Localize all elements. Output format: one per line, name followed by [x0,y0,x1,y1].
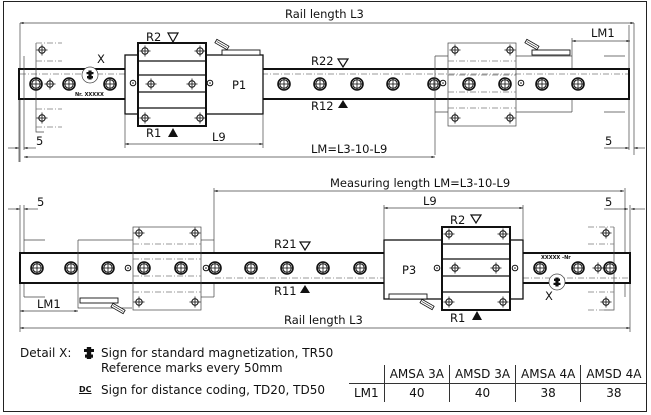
rail-length-label-bottom: Rail length L3 [284,313,363,327]
r12-filled-triangle-icon [338,100,348,108]
r1-label-top: R1 [146,126,161,140]
table-header-cell: AMSD 3A [448,365,516,384]
rail-length-label-top: Rail length L3 [285,7,364,21]
l9-label-bottom: L9 [423,194,437,208]
r22-open-triangle-icon [336,58,350,69]
p1-label: P1 [232,78,246,92]
table-header-cell: AMSD 4A [580,365,647,384]
r22-label: R22 [311,54,334,68]
table-header-cell: AMSA 4A [515,365,581,384]
serial-number-bottom: XXXXX -Nr [541,255,571,261]
five-right-top: 5 [605,134,612,148]
table-row: LM1 40 40 38 38 [349,383,647,402]
r1-filled-triangle-icon [168,128,178,137]
bottom-view: Measuring length LM=L3-10-L9 5 5 [8,176,645,332]
r2-label-bottom: R2 [450,213,465,227]
ghost-head-top [434,38,625,155]
reading-head-p1: P1 [124,38,264,127]
magnetization-sign-icon [84,347,94,359]
end-block-left-top [23,42,62,150]
table-cell: 38 [515,383,581,402]
r21-open-triangle-icon [298,241,312,252]
table-cell: LM1 [354,386,379,400]
l9-label-top: L9 [212,130,226,144]
r11-label: R11 [274,284,297,298]
five-left-top: 5 [36,134,43,148]
ghost-head-bottom [24,226,214,315]
table-header-cell [349,365,385,384]
detail-x-label-top: X [97,52,105,66]
top-view: Rail length L3 LM1 [8,7,645,162]
r21-label: R21 [274,237,297,251]
five-right-bottom: 5 [605,195,612,209]
five-left-bottom: 5 [37,195,44,209]
reading-head-p3: P3 [383,226,524,311]
distance-coding-icon: DC [79,385,92,394]
reference-marks-text: Reference marks every 50mm [101,361,283,375]
lm1-table: AMSA 3A AMSD 3A AMSA 4A AMSD 4A LM1 40 4… [349,365,647,402]
lm1-label-bottom: LM1 [37,297,61,311]
table-header-row: AMSA 3A AMSD 3A AMSA 4A AMSD 4A [349,365,647,384]
distance-coding-text: Sign for distance coding, TD20, TD50 [101,383,326,397]
table-cell: 38 [580,383,647,402]
r11-filled-triangle-icon [300,285,310,293]
r1-label-bottom: R1 [450,311,465,325]
table-cell: 40 [448,383,516,402]
lm1-label-top: LM1 [591,26,615,40]
serial-number-top: Nr. XXXXX [75,92,104,98]
magnetization-text: Sign for standard magnetization, TR50 [101,346,334,360]
p3-label: P3 [402,263,416,277]
r1-filled-triangle-icon-bottom [472,311,482,320]
detail-label: Detail X: [20,346,72,360]
table-header-cell: AMSA 3A [383,365,450,384]
r12-label: R12 [311,99,334,113]
measuring-length-label: Measuring length LM=L3-10-L9 [330,176,510,190]
table-cell: 40 [383,383,450,402]
end-block-right-bottom [588,226,615,311]
r2-label-top: R2 [146,30,161,44]
lm-formula-label: LM=L3-10-L9 [311,142,387,156]
r2-open-triangle-icon [166,32,180,44]
r2-open-triangle-icon-bottom [469,214,483,225]
detail-x-label-bottom: X [545,289,553,303]
